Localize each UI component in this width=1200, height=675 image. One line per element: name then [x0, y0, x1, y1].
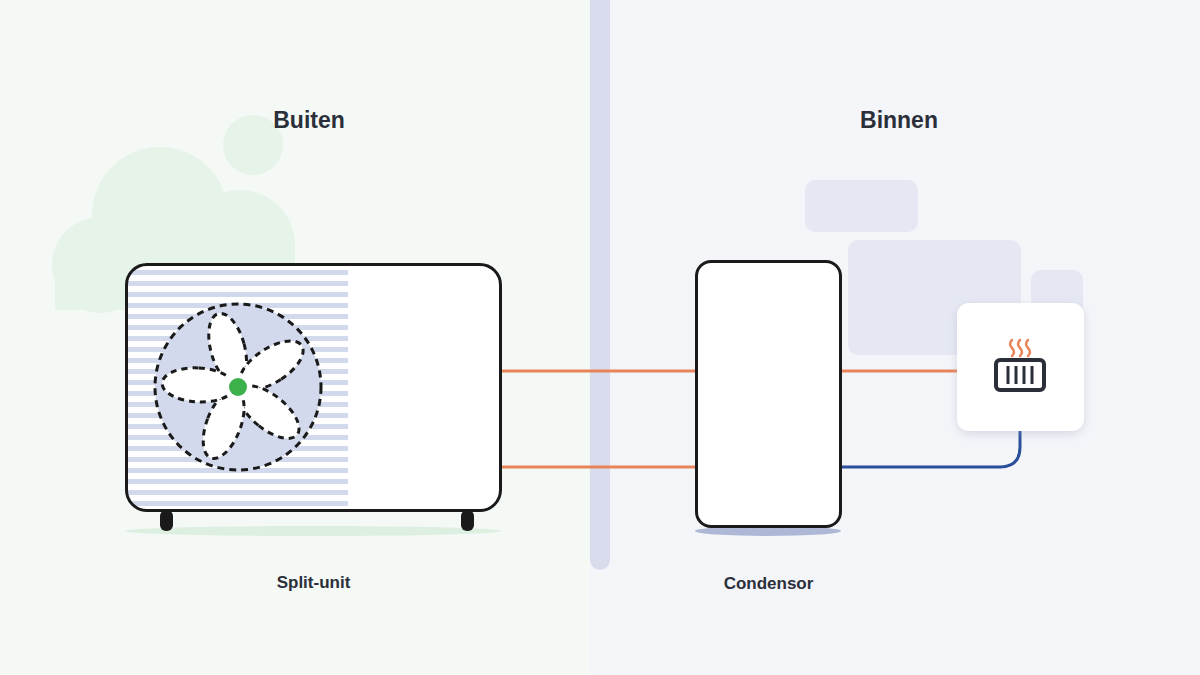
supply-pipe	[842, 370, 957, 373]
condensor: Condensor	[695, 260, 842, 528]
unit-foot	[160, 510, 173, 531]
radiator-icon	[996, 340, 1044, 390]
unit-shadow	[125, 526, 501, 536]
fan	[155, 304, 321, 470]
unit-grille	[128, 266, 348, 509]
split-unit: Split-unit	[125, 263, 502, 512]
region-label: Binnen	[860, 107, 938, 134]
region-label: Buiten	[273, 107, 345, 134]
radiator-card	[957, 303, 1084, 431]
unit-foot	[461, 510, 474, 531]
unit-body	[125, 263, 502, 512]
condensor-body	[695, 260, 842, 528]
unit-label: Condensor	[724, 574, 814, 594]
refrigerant-pipe	[502, 371, 695, 372]
return-pipe	[842, 430, 1020, 467]
refrigerant-pipe	[502, 467, 695, 468]
wall	[590, 0, 610, 570]
unit-label: Split-unit	[277, 573, 351, 593]
outside-ground	[0, 0, 590, 675]
inside-ground	[590, 0, 1200, 675]
